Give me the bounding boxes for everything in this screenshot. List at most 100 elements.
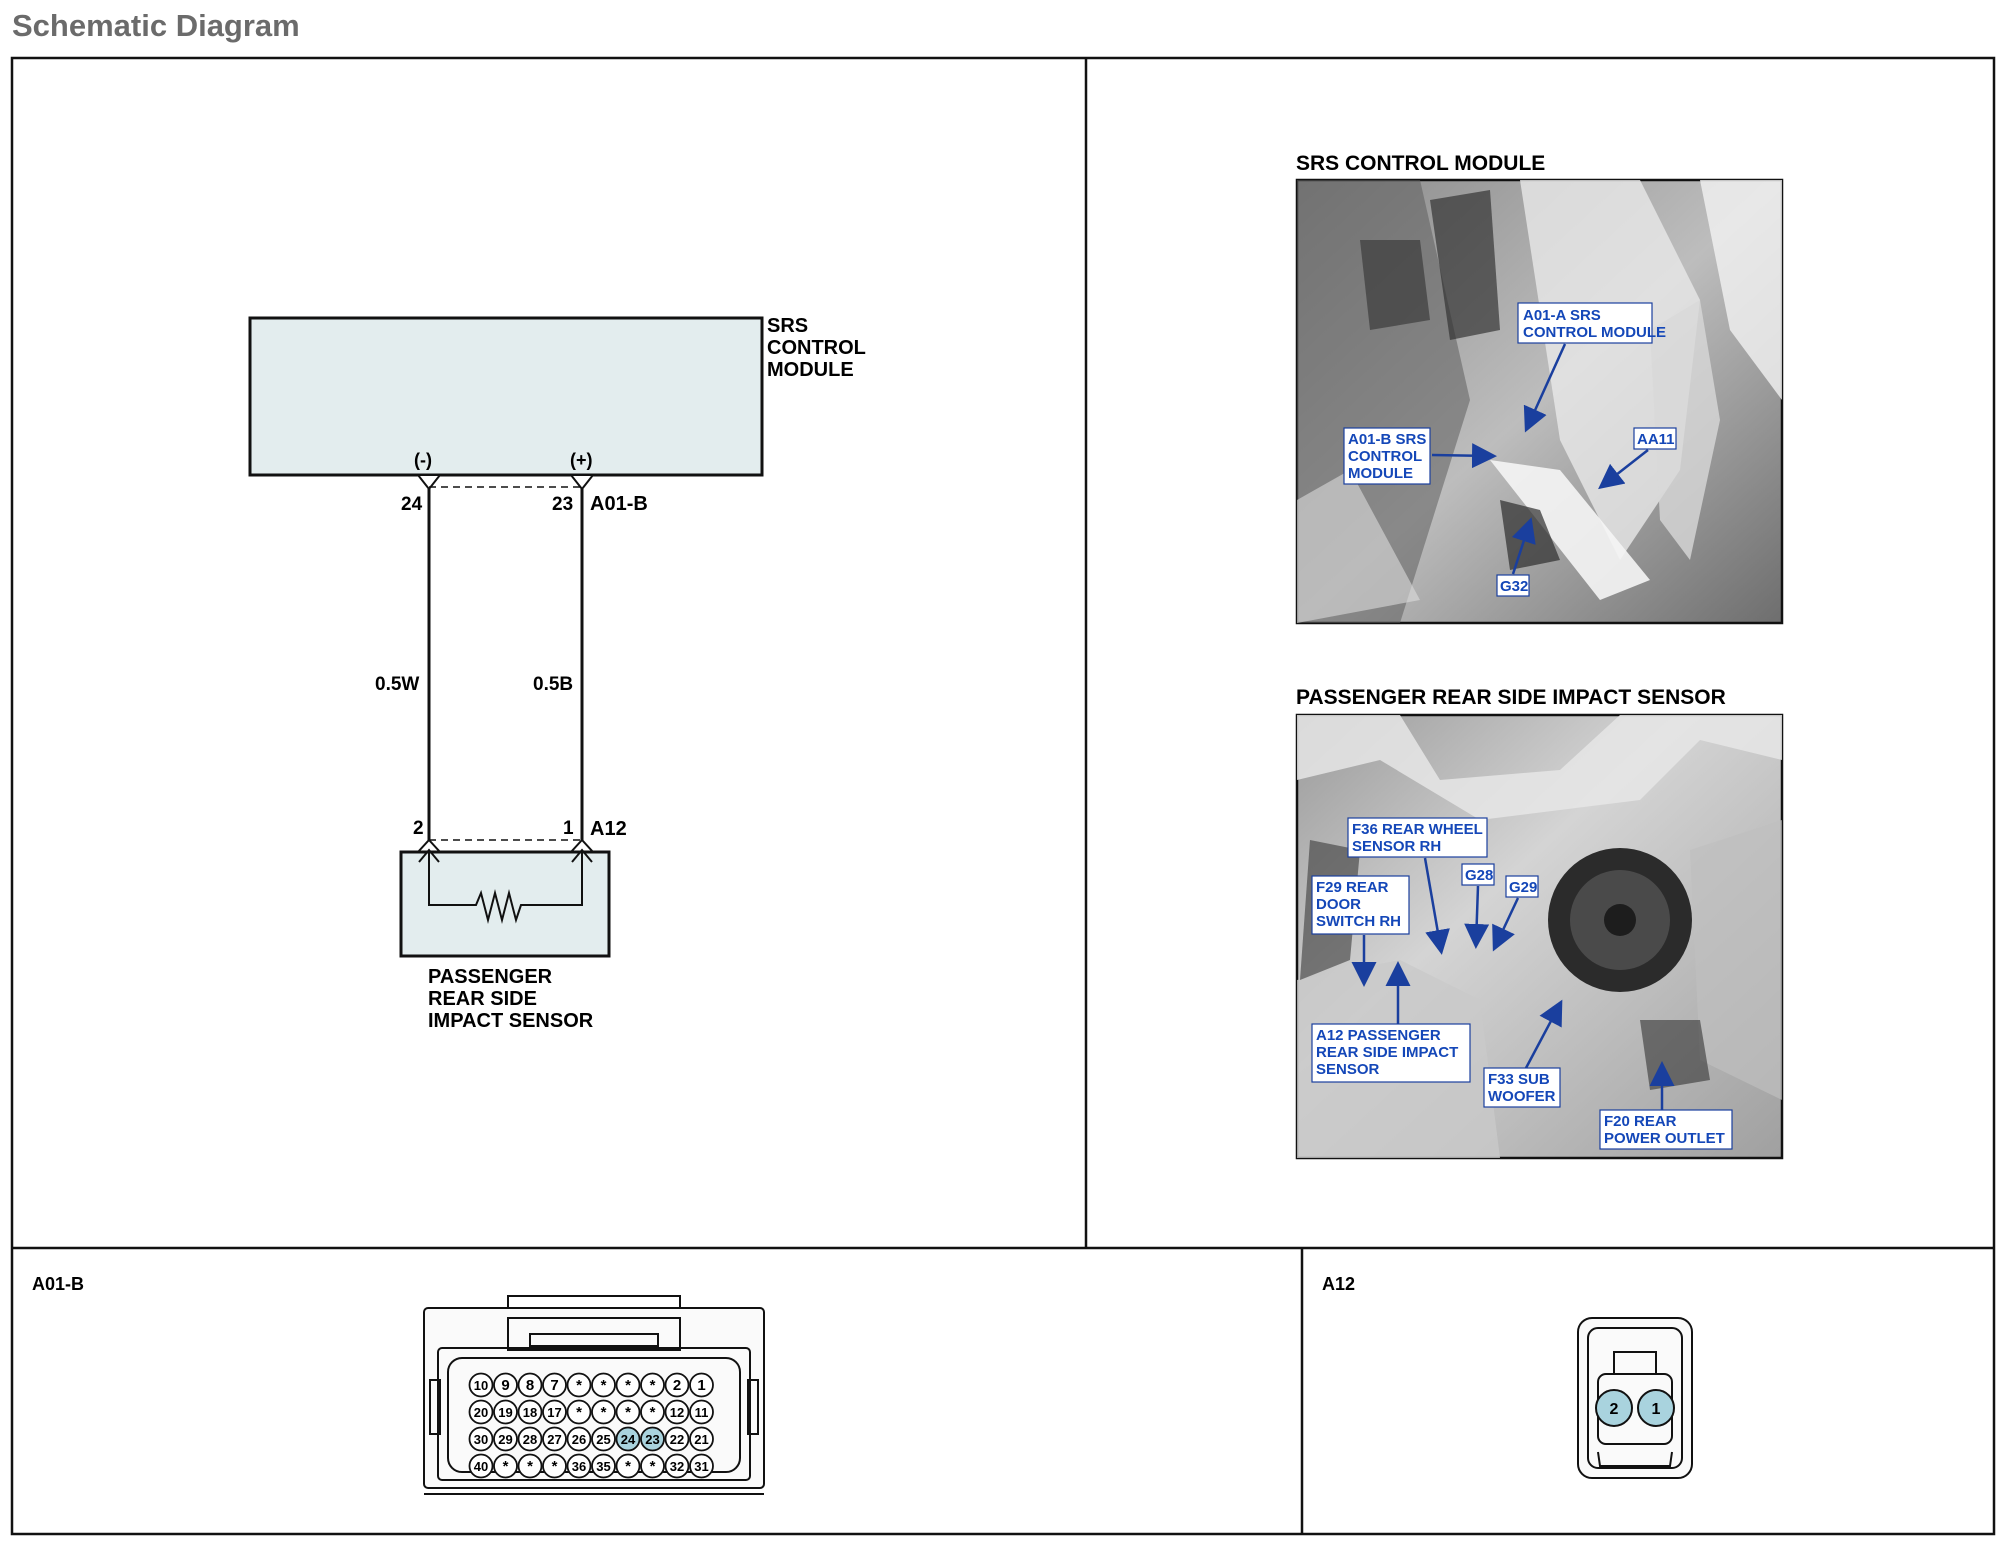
callout-f33-line-1: F33 SUB	[1488, 1071, 1550, 1088]
a01b-pin: 23	[640, 1426, 665, 1452]
svg-text:19: 19	[498, 1405, 512, 1420]
svg-text:30: 30	[474, 1432, 488, 1447]
a01b-pin: 10	[468, 1372, 494, 1398]
module-pin-markers	[415, 474, 596, 491]
callout-a01a-line-1: A01-A SRS	[1523, 307, 1601, 324]
terminal-neg-label: (-)	[414, 450, 432, 470]
svg-text:27: 27	[547, 1432, 561, 1447]
a01b-pin: 40	[468, 1453, 494, 1479]
a01b-pin: 7	[542, 1372, 567, 1398]
callout-f20-line-2: POWER OUTLET	[1604, 1130, 1725, 1147]
callout-a01a-line-2: CONTROL MODULE	[1523, 324, 1666, 341]
photo-2-title: PASSENGER REAR SIDE IMPACT SENSOR	[1296, 686, 1726, 709]
panel-frame	[10, 56, 1996, 1536]
a01b-pin: 29	[493, 1426, 518, 1452]
svg-text:17: 17	[547, 1405, 561, 1420]
photo-1-callouts: A01-A SRS CONTROL MODULE A01-B SRS CONTR…	[1343, 302, 1677, 597]
svg-text:*: *	[625, 1404, 631, 1421]
a01b-pin: *	[615, 1453, 641, 1479]
a01b-pin: 27	[542, 1426, 567, 1452]
sensor-name-line-1: PASSENGER	[428, 966, 553, 988]
srs-control-module	[248, 316, 764, 477]
svg-text:25: 25	[596, 1432, 610, 1447]
sensor-connector-label: A12	[590, 818, 627, 840]
svg-text:*: *	[650, 1377, 656, 1394]
a01b-pin: 17	[542, 1399, 567, 1425]
a01b-pin: *	[640, 1372, 665, 1398]
srs-module-photo	[1295, 178, 1784, 625]
a01b-pin: 20	[468, 1399, 494, 1425]
svg-text:22: 22	[670, 1432, 684, 1447]
a01b-pin: *	[640, 1453, 665, 1479]
svg-text:32: 32	[670, 1459, 684, 1474]
callout-g28: G28	[1465, 867, 1493, 884]
wire-right-spec: 0.5B	[533, 674, 573, 695]
svg-text:11: 11	[695, 1405, 709, 1420]
sensor-pin-markers	[415, 838, 596, 853]
terminal-pos-label: (+)	[570, 450, 593, 470]
photo-1-title: SRS CONTROL MODULE	[1296, 152, 1545, 175]
resistor-symbol	[418, 848, 593, 924]
a01b-pin: 2	[664, 1372, 690, 1398]
a01b-pin: 35	[591, 1453, 616, 1479]
svg-text:24: 24	[621, 1432, 636, 1447]
a01b-pin: 1	[689, 1372, 714, 1398]
a01b-pin: 31	[689, 1453, 714, 1479]
callout-a12-line-1: A12 PASSENGER	[1316, 1027, 1441, 1044]
callout-f29-line-2: DOOR	[1316, 896, 1361, 913]
module-connector-label: A01-B	[590, 493, 648, 515]
wire-harness	[427, 489, 584, 840]
a01b-pin: 8	[517, 1372, 543, 1398]
svg-text:29: 29	[498, 1432, 512, 1447]
connector-a12-housing	[1577, 1317, 1693, 1479]
callout-a01b-line-2: CONTROL	[1348, 448, 1422, 465]
svg-text:18: 18	[523, 1405, 537, 1420]
svg-text:7: 7	[550, 1377, 558, 1394]
connector-a01b-label: A01-B	[32, 1274, 84, 1294]
a01b-pin: 19	[493, 1399, 518, 1425]
a01b-pin: *	[566, 1399, 592, 1425]
a01b-pin: 21	[689, 1426, 714, 1452]
a01b-pin: *	[517, 1453, 543, 1479]
a01b-pin: *	[566, 1372, 592, 1398]
callout-g32: G32	[1500, 578, 1528, 595]
a01b-pin: *	[591, 1399, 616, 1425]
svg-text:2: 2	[673, 1377, 681, 1394]
svg-text:23: 23	[645, 1432, 659, 1447]
svg-text:12: 12	[670, 1405, 684, 1420]
a01b-pin: 32	[664, 1453, 690, 1479]
a01b-pin: 9	[493, 1372, 518, 1398]
svg-text:1: 1	[697, 1377, 705, 1394]
callout-g29: G29	[1509, 879, 1537, 896]
svg-text:1: 1	[1652, 1401, 1661, 1418]
svg-text:*: *	[625, 1458, 631, 1475]
svg-text:*: *	[503, 1458, 509, 1475]
module-name-line-1: SRS	[767, 315, 808, 337]
svg-text:*: *	[650, 1458, 656, 1475]
svg-text:26: 26	[572, 1432, 586, 1447]
a01b-pin: 24	[615, 1426, 641, 1452]
svg-text:40: 40	[474, 1459, 488, 1474]
sensor-name-line-3: IMPACT SENSOR	[428, 1010, 594, 1032]
wire-left-spec: 0.5W	[375, 674, 419, 695]
callout-f36-line-2: SENSOR RH	[1352, 838, 1441, 855]
svg-text:*: *	[527, 1458, 533, 1475]
callout-f20-line-1: F20 REAR	[1604, 1113, 1677, 1130]
sensor-pin-2-label: 2	[413, 818, 424, 839]
a01b-pin: 26	[566, 1426, 592, 1452]
module-name-line-3: MODULE	[767, 359, 854, 381]
callout-f33-line-2: WOOFER	[1488, 1088, 1556, 1105]
svg-text:*: *	[601, 1377, 607, 1394]
photo-2-callouts: F36 REAR WHEEL SENSOR RH F29 REAR DOOR S…	[1311, 817, 1733, 1150]
module-name-line-2: CONTROL	[767, 337, 866, 359]
svg-text:*: *	[576, 1404, 582, 1421]
a01b-pin: *	[640, 1399, 665, 1425]
a01b-pin: *	[591, 1372, 616, 1398]
callout-f29-line-3: SWITCH RH	[1316, 913, 1401, 930]
a01b-pin: 25	[591, 1426, 616, 1452]
svg-text:*: *	[552, 1458, 558, 1475]
a12-pin-1: 1	[1637, 1389, 1675, 1427]
svg-text:*: *	[601, 1404, 607, 1421]
svg-text:*: *	[576, 1377, 582, 1394]
a01b-pin: 28	[517, 1426, 543, 1452]
